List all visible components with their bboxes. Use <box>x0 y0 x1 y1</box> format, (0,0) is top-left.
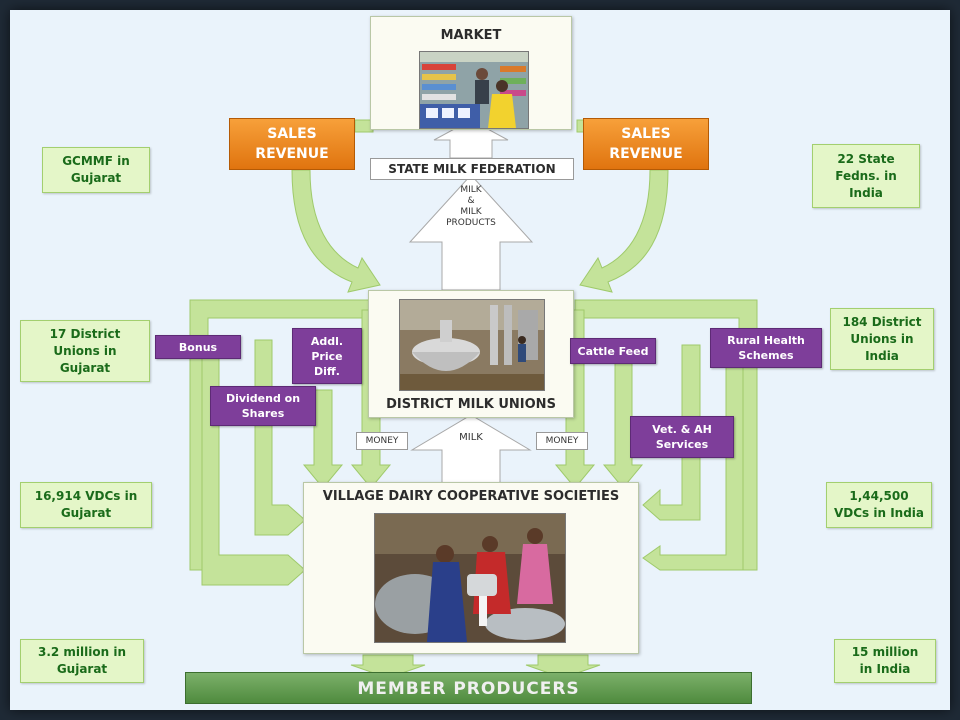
village-societies-title: VILLAGE DAIRY COOPERATIVE SOCIETIES <box>322 489 620 504</box>
benefit-rural-health-line1: Rural Health <box>727 334 805 347</box>
left-stat-vdcs-line1: 16,914 VDCs in <box>34 489 138 503</box>
right-stat-vdcs-line2: VDCs in India <box>833 506 925 520</box>
sales-right-arrow <box>579 169 669 293</box>
benefit-dividend: Dividend on Shares <box>210 386 316 426</box>
member-producers-bar: MEMBER PRODUCERS <box>185 672 752 704</box>
money-left-label: MONEY <box>356 432 408 450</box>
producer-right-arrow <box>525 654 601 679</box>
left-stat-vdcs: 16,914 VDCs in Gujarat <box>20 482 152 528</box>
benefit-addl-price-line3: Diff. <box>314 364 340 378</box>
sales-revenue-right: SALES REVENUE <box>583 118 709 170</box>
vet-flow <box>642 344 701 521</box>
right-stat-district-unions-line3: India <box>865 348 899 363</box>
village-milk-collection-image <box>375 514 565 642</box>
left-stat-district-unions: 17 District Unions in Gujarat <box>20 320 150 382</box>
left-stat-district-unions-line3: Gujarat <box>59 360 111 375</box>
benefit-dividend-line1: Dividend on <box>225 392 301 405</box>
benefit-vet-services: Vet. & AH Services <box>630 416 734 458</box>
market-title: MARKET <box>440 28 502 43</box>
sales-revenue-left: SALES REVENUE <box>229 118 355 170</box>
milk-label: MILK <box>459 432 483 443</box>
market-scene-image <box>420 52 528 128</box>
right-stat-vdcs-line1: 1,44,500 <box>849 489 909 503</box>
benefit-cattle-feed: Cattle Feed <box>570 338 656 364</box>
benefit-addl-price-line2: Price <box>311 349 343 363</box>
left-stat-producers-line2: Gujarat <box>56 662 108 676</box>
village-societies-box: VILLAGE DAIRY COOPERATIVE SOCIETIES <box>303 482 639 654</box>
dairy-plant-image <box>400 300 544 390</box>
district-unions-box: DISTRICT MILK UNIONS <box>368 290 574 418</box>
right-stat-state-fedns-line1: 22 State <box>837 151 895 166</box>
federation-to-market-arrow <box>433 119 509 159</box>
sales-revenue-right-line1: SALES <box>621 126 671 142</box>
right-stat-producers-line2: in India <box>859 662 911 676</box>
dividend-flow <box>201 349 306 586</box>
cattle-feed-flow <box>602 349 644 489</box>
milk-products-line2: & <box>467 196 475 206</box>
sales-revenue-left-line2: REVENUE <box>255 146 329 162</box>
milk-products-line3: MILK <box>460 207 482 217</box>
state-federation-box: STATE MILK FEDERATION <box>370 158 574 180</box>
left-stat-gcmmf: GCMMF in Gujarat <box>42 147 150 193</box>
left-stat-producers-line1: 3.2 million in <box>37 645 126 659</box>
left-stat-gcmmf-line1: GCMMF in <box>62 154 130 168</box>
market-photo <box>419 51 529 129</box>
sales-revenue-right-line2: REVENUE <box>609 146 683 162</box>
right-stat-producers-line1: 15 million <box>851 645 919 659</box>
right-stat-vdcs: 1,44,500 VDCs in India <box>826 482 932 528</box>
milk-products-arrow <box>408 174 534 291</box>
money-right-flow <box>554 309 596 489</box>
benefit-dividend-line2: Shares <box>241 407 285 420</box>
market-box: MARKET <box>370 16 572 130</box>
sales-left-arrow <box>291 169 381 293</box>
left-stat-producers: 3.2 million in Gujarat <box>20 639 144 683</box>
milk-products-line4: PRODUCTS <box>446 218 496 228</box>
right-stat-district-unions-line2: Unions in <box>850 331 914 346</box>
left-stat-vdcs-line2: Gujarat <box>60 506 112 520</box>
village-societies-photo <box>374 513 566 643</box>
right-stat-state-fedns-line2: Fedns. in <box>835 168 897 183</box>
district-unions-title: DISTRICT MILK UNIONS <box>386 397 556 412</box>
benefit-bonus: Bonus <box>155 335 241 359</box>
left-stat-gcmmf-line2: Gujarat <box>70 171 122 185</box>
right-stat-district-unions: 184 District Unions in India <box>830 308 934 370</box>
benefit-rural-health: Rural Health Schemes <box>710 328 822 368</box>
right-stat-state-fedns-line3: India <box>849 185 883 200</box>
benefit-rural-health-line2: Schemes <box>738 349 794 362</box>
right-stat-district-unions-line1: 184 District <box>842 314 922 329</box>
sales-revenue-left-line1: SALES <box>267 126 317 142</box>
benefit-addl-price: Addl. Price Diff. <box>292 328 362 384</box>
benefit-vet-services-line2: Services <box>655 438 709 451</box>
left-stat-district-unions-line2: Unions in <box>53 343 117 358</box>
producer-left-arrow <box>350 654 426 679</box>
benefit-vet-services-line1: Vet. & AH <box>652 423 712 436</box>
diagram-frame: .ga { fill:#c4e39a; stroke:#9fca6b; stro… <box>10 10 950 710</box>
addl-price-flow <box>302 389 344 489</box>
money-right-label: MONEY <box>536 432 588 450</box>
right-stat-state-fedns: 22 State Fedns. in India <box>812 144 920 208</box>
benefit-addl-price-line1: Addl. <box>310 334 344 348</box>
milk-products-line1: MILK <box>460 185 482 195</box>
right-stat-producers: 15 million in India <box>834 639 936 683</box>
left-stat-district-unions-line1: 17 District <box>49 326 121 341</box>
milk-products-label: MILK & MILK PRODUCTS <box>435 185 507 229</box>
milk-up-arrow <box>410 414 532 491</box>
district-unions-photo <box>399 299 545 391</box>
